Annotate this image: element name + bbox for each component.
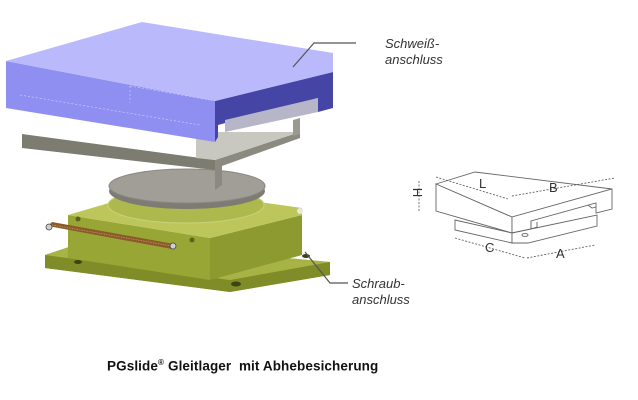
- screw-label-line2: anschluss: [352, 292, 410, 307]
- weld-connection-label: Schweiß- anschluss: [385, 36, 443, 68]
- caption-product: PGslide: [107, 358, 158, 374]
- dim-label-h: H: [410, 187, 426, 198]
- top-plate: [6, 22, 333, 142]
- weld-leader-line: [292, 42, 356, 68]
- dim-label-c: C: [485, 240, 495, 255]
- guide-plate: [22, 118, 300, 190]
- registered-mark: ®: [157, 358, 164, 367]
- caption-text: Gleitlager mit Abhebesicherung: [167, 358, 379, 374]
- sliding-disc: [108, 168, 266, 209]
- dim-label-l: L: [479, 176, 487, 191]
- weld-label-line2: anschluss: [385, 52, 443, 67]
- weld-label-line1: Schweiß-: [385, 36, 440, 51]
- lift-off-bar: [45, 216, 195, 250]
- dimension-drawing: [418, 171, 616, 259]
- screw-leader-line: [304, 251, 348, 284]
- screw-label-line1: Schraub-: [352, 276, 405, 291]
- dim-label-b: B: [549, 180, 558, 195]
- screw-connection-label: Schraub- anschluss: [352, 276, 410, 308]
- figure-caption: PGslide®Gleitlager mit Abhebesicherung: [107, 358, 378, 374]
- dim-label-a: A: [556, 246, 565, 261]
